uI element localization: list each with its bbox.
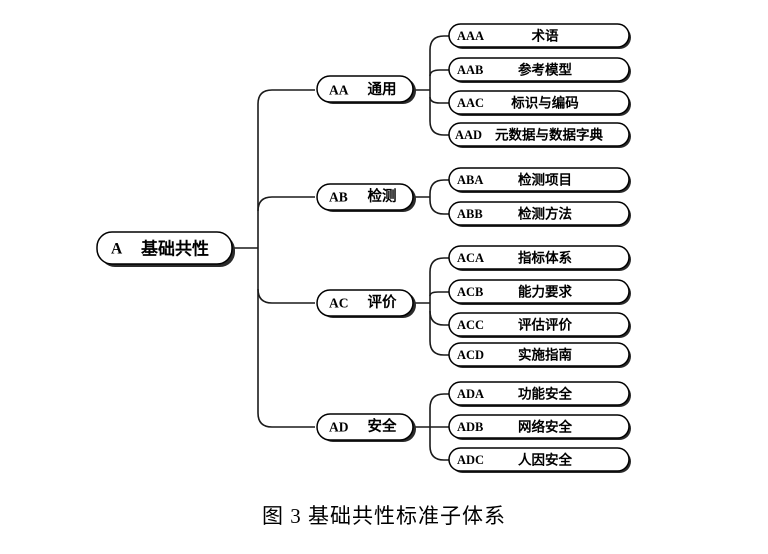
connector-ad-to-ada	[429, 393, 450, 409]
node-leaf-aad[interactable]: AAD 元数据与数据字典	[448, 122, 631, 148]
leaf-aac-code: AAC	[457, 96, 484, 110]
leaf-aad-code: AAD	[455, 128, 482, 142]
branch-aa-code: AA	[329, 83, 349, 98]
node-leaf-adb[interactable]: ADB 网络安全	[448, 414, 631, 440]
leaf-acc-code: ACC	[457, 318, 484, 332]
branch-ad-box[interactable]	[316, 413, 414, 441]
node-branch-ab[interactable]: AB 检测	[316, 183, 416, 212]
leaf-adc-label: 人因安全	[518, 452, 572, 468]
branch-ab-box[interactable]	[316, 183, 414, 211]
branch-ac-label: 评价	[368, 294, 397, 311]
leaf-aba-code: ABA	[457, 173, 483, 187]
leaf-abb-box[interactable]	[448, 201, 630, 226]
leaf-ada-box[interactable]	[448, 381, 630, 406]
leaf-adb-box[interactable]	[448, 414, 630, 439]
connector-group-ad	[413, 393, 450, 461]
connector-group-aa	[413, 35, 450, 136]
leaf-adb-code: ADB	[457, 420, 483, 434]
leaf-acc-box[interactable]	[448, 312, 630, 337]
leaf-abb-code: ABB	[457, 207, 483, 221]
root-node-box[interactable]	[96, 231, 233, 265]
connector-group-root	[233, 89, 315, 428]
leaf-aca-box[interactable]	[448, 245, 630, 270]
leaf-aac-box[interactable]	[448, 90, 630, 115]
leaf-acd-code: ACD	[457, 348, 484, 362]
root-node-code: A	[111, 241, 123, 258]
leaf-ada-label: 功能安全	[518, 386, 572, 402]
node-leaf-acc[interactable]: ACC 评估评价	[448, 312, 631, 338]
branch-ad-label: 安全	[368, 417, 397, 435]
branch-ad-code: AD	[329, 420, 349, 435]
leaf-aac-label: 标识与编码	[510, 95, 579, 111]
node-leaf-ada[interactable]: ADA 功能安全	[448, 381, 631, 407]
leaf-aca-code: ACA	[457, 251, 484, 265]
leaf-acd-box[interactable]	[448, 342, 630, 367]
connector-ac-to-aca	[429, 257, 450, 273]
leaf-aaa-box[interactable]	[448, 23, 630, 48]
connector-aa-to-aac	[429, 96, 450, 104]
node-leaf-acb[interactable]: ACB 能力要求	[448, 279, 631, 305]
node-branch-aa[interactable]: AA 通用	[316, 75, 416, 104]
connector-ac-to-acc	[429, 310, 450, 326]
node-leaf-aaa[interactable]: AAA 术语	[448, 23, 631, 49]
leaf-aca-label: 指标体系	[518, 250, 572, 266]
node-leaf-aab[interactable]: AAB 参考模型	[448, 57, 631, 83]
leaf-adc-code: ADC	[457, 453, 484, 467]
leaf-aba-label: 检测项目	[518, 172, 572, 188]
node-leaf-aca[interactable]: ACA 指标体系	[448, 245, 631, 271]
connector-aa-to-aaa	[429, 35, 450, 51]
leaf-aab-code: AAB	[457, 63, 483, 77]
leaf-aab-label: 参考模型	[518, 62, 572, 78]
node-leaf-aac[interactable]: AAC 标识与编码	[448, 90, 631, 116]
connector-root-to-ad	[257, 412, 315, 428]
connector-group-ab	[413, 179, 450, 215]
leaf-aba-box[interactable]	[448, 167, 630, 192]
branch-ab-label: 检测	[368, 187, 397, 205]
leaf-ada-code: ADA	[457, 387, 484, 401]
leaf-aaa-code: AAA	[457, 29, 484, 43]
leaf-adb-label: 网络安全	[518, 419, 572, 435]
leaf-aaa-label: 术语	[532, 28, 560, 44]
connector-aa-to-aad	[429, 120, 450, 136]
leaf-aad-label: 元数据与数据字典	[495, 127, 603, 143]
node-root-a[interactable]: A 基础共性	[96, 231, 235, 267]
leaf-acd-label: 实施指南	[518, 347, 572, 363]
connector-ab-to-abb	[429, 199, 450, 215]
leaf-acb-code: ACB	[457, 285, 483, 299]
node-leaf-acd[interactable]: ACD 实施指南	[448, 342, 631, 368]
connector-ac-to-acd	[429, 340, 450, 356]
node-leaf-abb[interactable]: ABB 检测方法	[448, 201, 631, 227]
branch-aa-label: 通用	[368, 81, 397, 98]
leaf-abb-label: 检测方法	[518, 206, 572, 222]
connector-root-to-ac	[257, 288, 315, 304]
branch-ac-code: AC	[329, 296, 349, 311]
root-node-label: 基础共性	[140, 239, 209, 259]
figure-caption: 图 3 基础共性标准子体系	[262, 504, 506, 528]
node-branch-ac[interactable]: AC 评价	[316, 289, 416, 318]
node-leaf-aba[interactable]: ABA 检测项目	[448, 167, 631, 193]
node-leaf-adc[interactable]: ADC 人因安全	[448, 447, 631, 473]
leaf-aab-box[interactable]	[448, 57, 630, 82]
connector-ab-to-aba	[429, 179, 450, 195]
node-branch-ad[interactable]: AD 安全	[316, 413, 416, 442]
leaf-acc-label: 评估评价	[518, 317, 572, 333]
connector-ad-to-adc	[429, 445, 450, 461]
connector-aa-to-aab	[429, 69, 450, 77]
leaf-adc-box[interactable]	[448, 447, 630, 472]
leaf-aad-box[interactable]	[448, 122, 630, 147]
connector-root-to-aa	[257, 89, 315, 105]
connector-group-ac	[413, 257, 450, 356]
leaf-acb-box[interactable]	[448, 279, 630, 304]
branch-aa-box[interactable]	[316, 75, 414, 103]
leaf-acb-label: 能力要求	[518, 284, 572, 300]
connector-ac-to-acb	[429, 291, 450, 297]
branch-ab-code: AB	[329, 190, 348, 205]
branch-ac-box[interactable]	[316, 289, 414, 317]
connector-root-to-ab	[257, 196, 315, 212]
